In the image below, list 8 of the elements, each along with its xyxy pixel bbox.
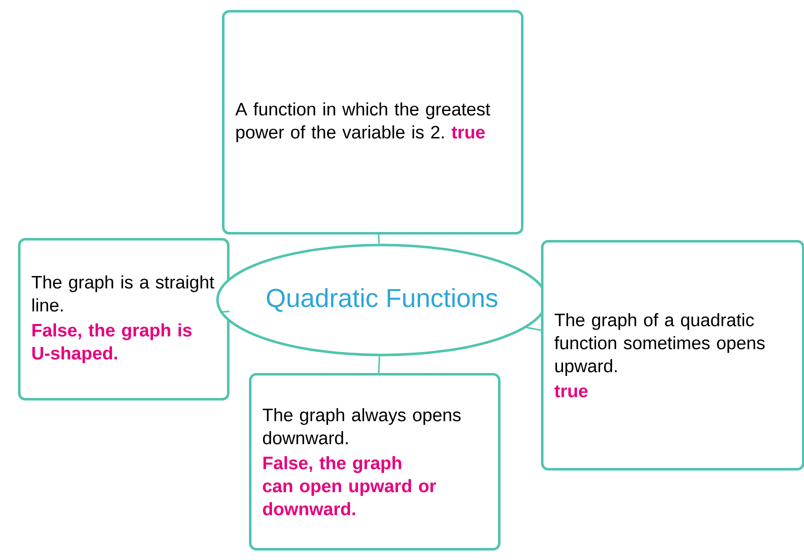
connector-line <box>526 326 542 331</box>
connector-line <box>378 234 380 244</box>
statement-box: The graph is a straight line. False, the graph is U-shaped. <box>18 238 230 400</box>
statement-box: The graph always opens downward. False, the graph can open upward or downward. <box>249 373 500 550</box>
statement-box: A function in which the greatest power of the variable is 2. true <box>222 10 524 234</box>
connector-line <box>378 356 380 374</box>
statement-box: The graph of a quadratic function sometimes opens upward. true <box>541 240 804 470</box>
connector-line <box>220 310 230 313</box>
